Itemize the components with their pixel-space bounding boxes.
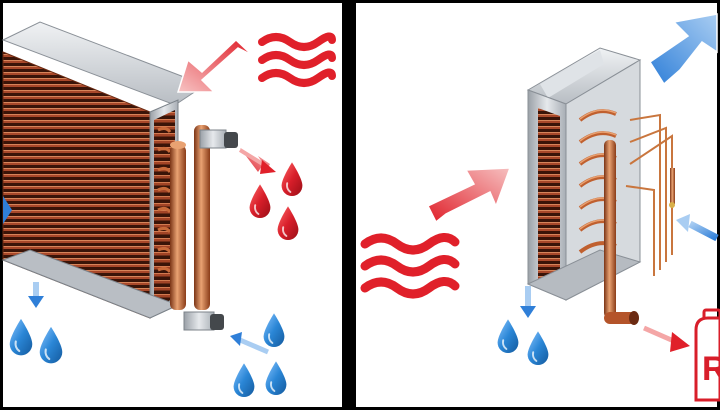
hot-air-arrow-icon [176,38,253,93]
condensate-arrow-icon [520,286,536,318]
tank-label: R [702,350,720,388]
cool-air-arrow-icon [648,13,718,86]
refrigerant-tank-icon: R [694,308,720,402]
condensate-arrow-icon [28,282,44,308]
hot-air-arrow-icon [426,167,512,224]
right-panel: R [356,3,720,407]
refrigerant-coil-icon [526,47,675,325]
water-out-arrow-icon [238,148,276,174]
heat-waves-icon [258,32,336,87]
heat-waves-icon [360,233,460,299]
cool-air-arrow-icon [3,196,12,224]
refrigerant-out-arrow-icon [642,325,690,352]
water-in-arrow-icon [230,332,269,355]
panel-divider [342,0,356,410]
water-coil-icon [1,21,238,331]
refrigerant-in-arrow-icon [676,214,719,242]
left-panel [1,3,342,407]
